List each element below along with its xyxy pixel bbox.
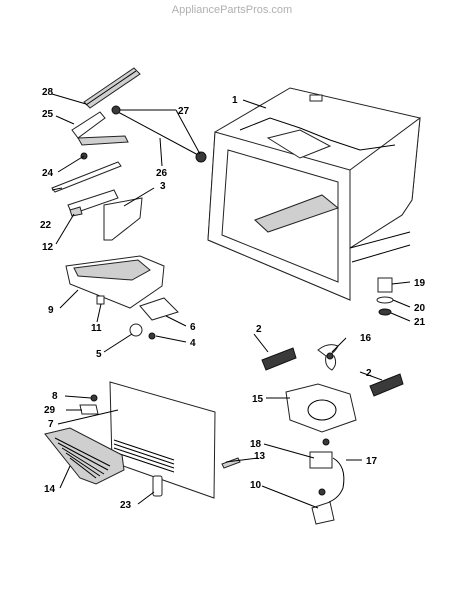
callout-26: 26 [156,168,168,179]
callout-27: 27 [178,106,190,117]
callout-15: 15 [252,394,264,405]
callout-6: 6 [190,322,196,333]
callout-29: 29 [44,405,56,416]
callout-18: 18 [250,439,262,450]
callout-21: 21 [414,317,426,328]
bracket-left-part [67,189,119,217]
callout-10: 10 [250,480,262,491]
callout-9: 9 [48,305,54,316]
callout-20: 20 [414,303,426,314]
callout-23: 23 [120,500,132,511]
callout-2-right: 2 [366,368,372,379]
callout-labels: 1 2 2 3 4 5 6 7 8 9 10 11 12 13 14 15 16… [40,87,426,511]
watermark: AppliancePartsPros.com [171,4,293,16]
fan-shroud-part [285,383,357,433]
seal-part [221,457,241,469]
drawer-rail-part [83,67,141,109]
callout-13: 13 [254,451,266,462]
callout-16: 16 [360,333,372,344]
bracket-right-part [103,197,143,241]
callout-22: 22 [40,220,52,231]
fan-motor-part [309,438,345,503]
callout-17: 17 [366,456,378,467]
slide-bar-part [51,161,122,193]
callout-28: 28 [42,87,54,98]
shelf-part [65,255,165,309]
light-bulb-part [96,295,156,340]
callout-2-upper: 2 [256,324,262,335]
damper-part [376,277,394,316]
back-panel-part [109,381,216,499]
callout-8: 8 [52,391,58,402]
callout-5: 5 [96,349,102,360]
callout-7: 7 [48,419,54,430]
callout-12: 12 [42,242,54,253]
pad-part [139,297,179,321]
callout-24: 24 [42,168,54,179]
screw-cap-part [79,394,99,415]
callout-11: 11 [91,323,102,334]
leader-lines [51,93,411,509]
callout-19: 19 [414,278,426,289]
callout-14: 14 [44,484,56,495]
grille-part [44,427,125,485]
callout-25: 25 [42,109,54,120]
thermistor-part [152,475,163,497]
axle-rod-part [111,105,207,163]
callout-3: 3 [160,181,166,192]
foam-strip-part [261,347,404,397]
callout-4: 4 [190,338,196,349]
freezer-liner-part [207,87,421,301]
callout-1: 1 [232,95,238,106]
slide-bracket-part [71,111,129,146]
